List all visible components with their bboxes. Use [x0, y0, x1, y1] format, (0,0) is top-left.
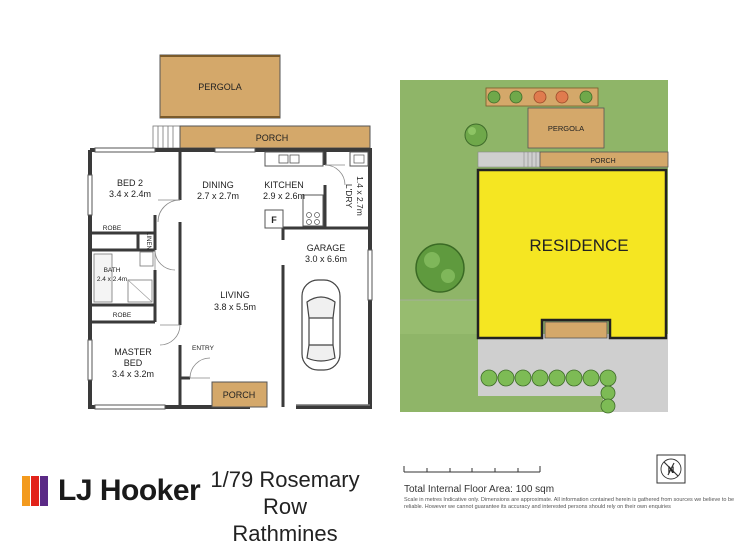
address-line2: Rathmines: [232, 521, 338, 546]
floorplan-canvas: PERGOLA PORCH: [87, 54, 686, 484]
living-size: 3.8 x 5.5m: [214, 302, 256, 312]
site-porch: [539, 151, 669, 168]
kitchen-fittings: F: [264, 151, 369, 229]
hedge-row: [480, 369, 617, 414]
laundry-size: 1.4 x 2.7m: [355, 176, 365, 216]
entry-label: ENTRY: [192, 345, 215, 352]
compass-icon: N: [656, 454, 686, 484]
bed2-label: BED 2: [117, 178, 143, 188]
door-swings: [154, 164, 346, 379]
laundry-label: L'DRY: [344, 184, 354, 208]
master-bed-size: 3.4 x 3.2m: [112, 369, 154, 379]
steps: [152, 125, 181, 149]
porch-bottom-label: PORCH: [223, 390, 256, 400]
bath-size: 2.4 x 2.4m: [97, 276, 127, 283]
robe-upper-label: ROBE: [103, 225, 122, 232]
master-bed-label-1: MASTER: [114, 347, 152, 357]
disclaimer: Scale in metres Indicative only. Dimensi…: [404, 497, 735, 510]
garage-size: 3.0 x 6.6m: [305, 254, 347, 264]
floor-plan: PERGOLA PORCH: [87, 54, 373, 410]
scale-bar: [403, 466, 541, 473]
master-bed-label-2: BED: [124, 358, 143, 368]
residence-label: RESIDENCE: [529, 236, 628, 255]
site-plan: PERGOLA PORCH RESIDENCE: [400, 80, 669, 414]
bed2-size: 3.4 x 2.4m: [109, 189, 151, 199]
kitchen-label: KITCHEN: [264, 180, 304, 190]
garage-label: GARAGE: [307, 243, 346, 253]
address-line1: 1/79 Rosemary Row: [210, 467, 360, 519]
tree-icon: [464, 123, 488, 147]
brand-name: LJ Hooker: [58, 474, 201, 507]
bath-fixtures: [93, 251, 154, 303]
car-icon: [301, 279, 341, 371]
pergola-label: PERGOLA: [198, 82, 242, 92]
porch-top-label: PORCH: [256, 133, 289, 143]
living-label: LIVING: [220, 290, 250, 300]
large-tree-icon: [415, 243, 465, 293]
windows: [87, 147, 373, 410]
site-porch-label: PORCH: [590, 158, 615, 165]
total-floor-area: Total Internal Floor Area: 100 sqm: [404, 484, 555, 495]
brand-logo: LJ Hooker: [22, 474, 201, 508]
brand-mark-icon: [22, 476, 48, 506]
compass-label: N: [668, 465, 675, 475]
linen-label: LINEN: [145, 232, 151, 250]
floor-area-notes: Total Internal Floor Area: 100 sqm Scale…: [404, 484, 744, 511]
pergola-area: [159, 54, 281, 119]
robe-lower-label: ROBE: [113, 312, 132, 319]
bath-label: BATH: [104, 267, 121, 274]
site-pergola: [527, 107, 605, 149]
property-address: 1/79 Rosemary Row Rathmines: [200, 466, 370, 547]
site-pergola-label: PERGOLA: [548, 124, 584, 133]
shrubs-top: [487, 90, 593, 104]
interior-walls: [90, 150, 370, 407]
dining-size: 2.7 x 2.7m: [197, 191, 239, 201]
kitchen-size: 2.9 x 2.6m: [263, 191, 305, 201]
fridge-label: F: [271, 215, 277, 225]
residence: [476, 168, 668, 340]
dining-label: DINING: [202, 180, 234, 190]
porch-bottom: [211, 381, 268, 408]
